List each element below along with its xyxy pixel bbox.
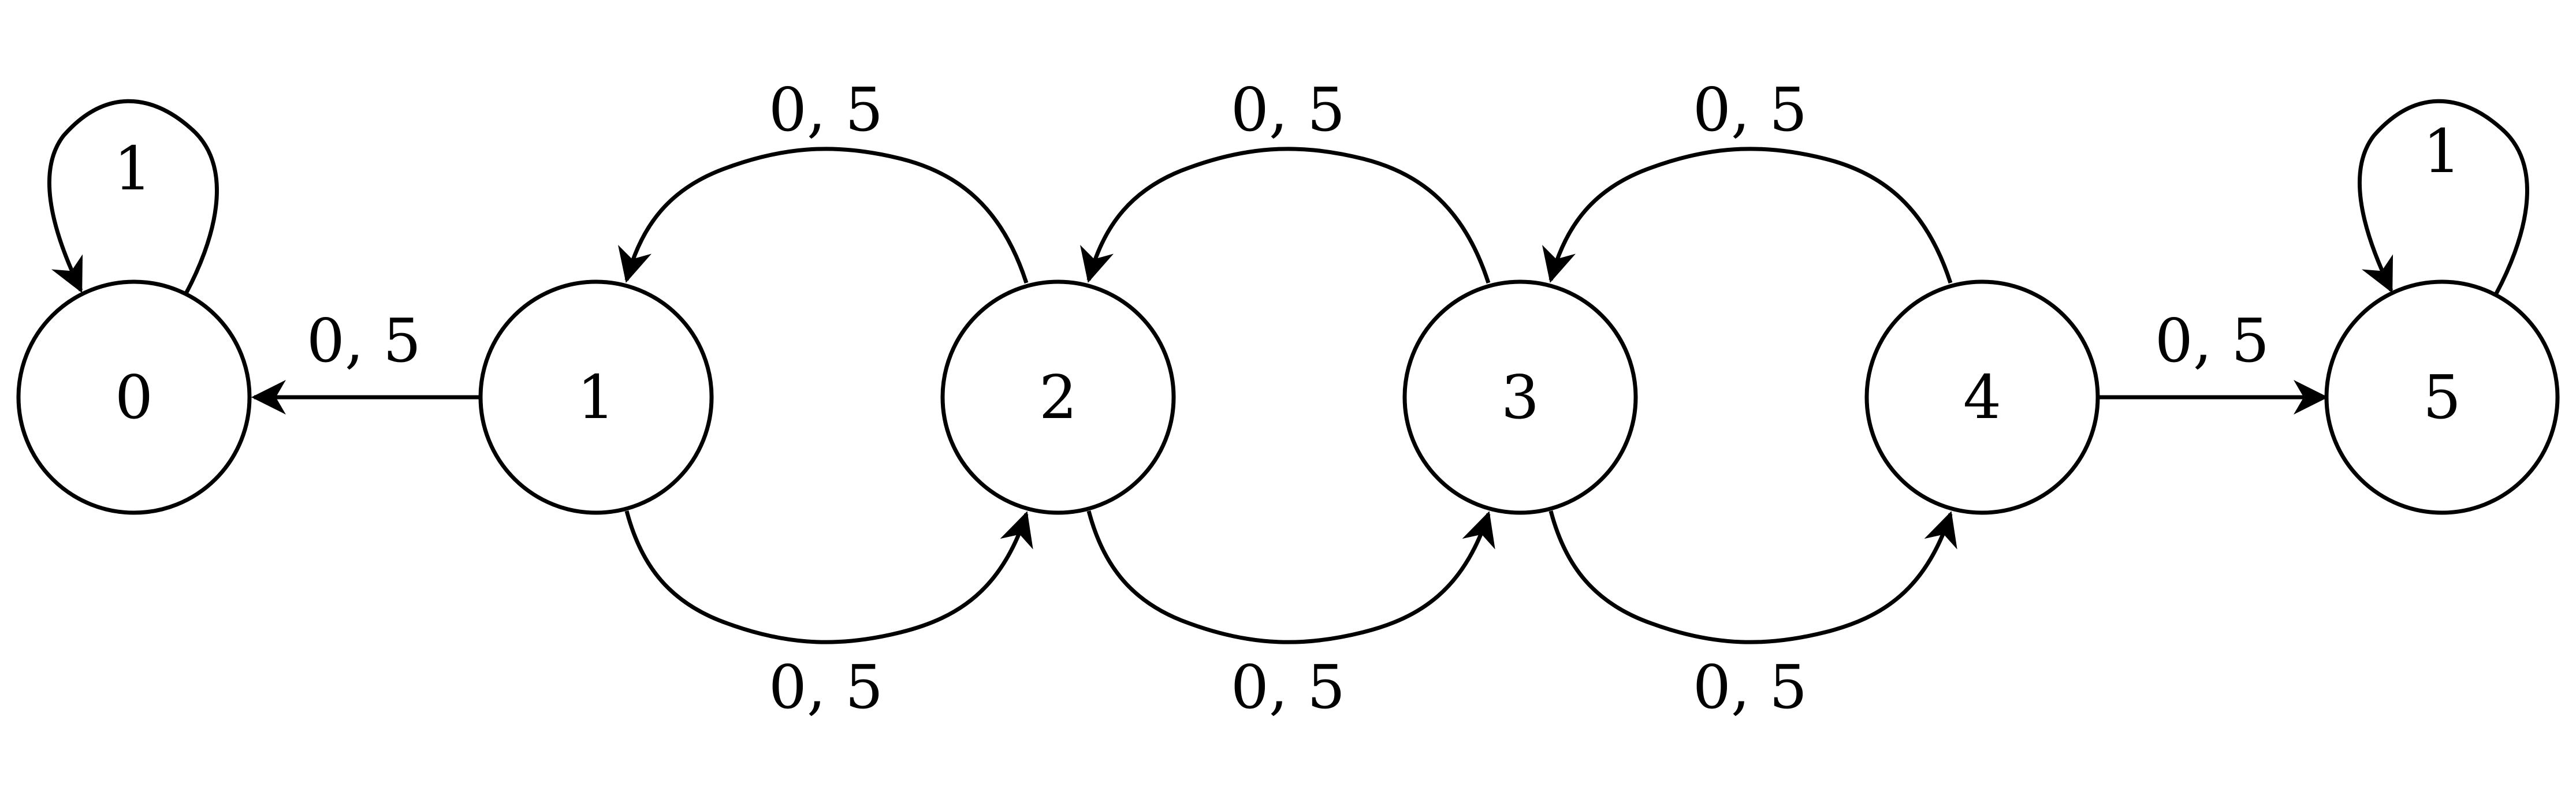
edge-label-4-to-3: 0, 5 [1693,74,1807,145]
state-label: 1 [577,362,615,432]
state-label: 3 [1501,362,1539,432]
state-node-1: 1 [478,279,714,515]
edge-label-1-to-0: 0, 5 [307,305,421,376]
state-node-2: 2 [940,279,1176,515]
state-node-3: 3 [1402,279,1638,515]
edge-2-to-3 [1086,510,1495,644]
state-label: 4 [1963,362,2001,432]
state-node-5: 5 [2324,279,2560,515]
edge-2-to-1 [618,147,1029,284]
state-label: 2 [1039,362,1077,432]
edge-3-to-2 [1080,147,1491,284]
state-node-4: 4 [1864,279,2100,515]
edge-label-3-to-2: 0, 5 [1231,74,1345,145]
edge-label-5-to-5: 1 [2423,116,2461,186]
edge-label-2-to-1: 0, 5 [769,74,883,145]
state-label: 0 [115,362,153,432]
edge-4-to-3 [1542,147,1953,284]
edge-1-to-2 [624,510,1033,644]
edge-label-0-to-0: 1 [114,133,152,204]
edge-label-3-to-4: 0, 5 [1693,652,1807,722]
edge-label-2-to-3: 0, 5 [1231,652,1345,722]
edge-label-1-to-2: 0, 5 [769,652,883,722]
edge-5-to-5 [2358,99,2529,297]
edge-3-to-4 [1548,510,1957,644]
edge-label-4-to-5: 0, 5 [2155,305,2269,376]
state-label: 5 [2423,362,2461,432]
state-node-0: 0 [16,279,252,515]
edge-0-to-0 [47,99,219,297]
